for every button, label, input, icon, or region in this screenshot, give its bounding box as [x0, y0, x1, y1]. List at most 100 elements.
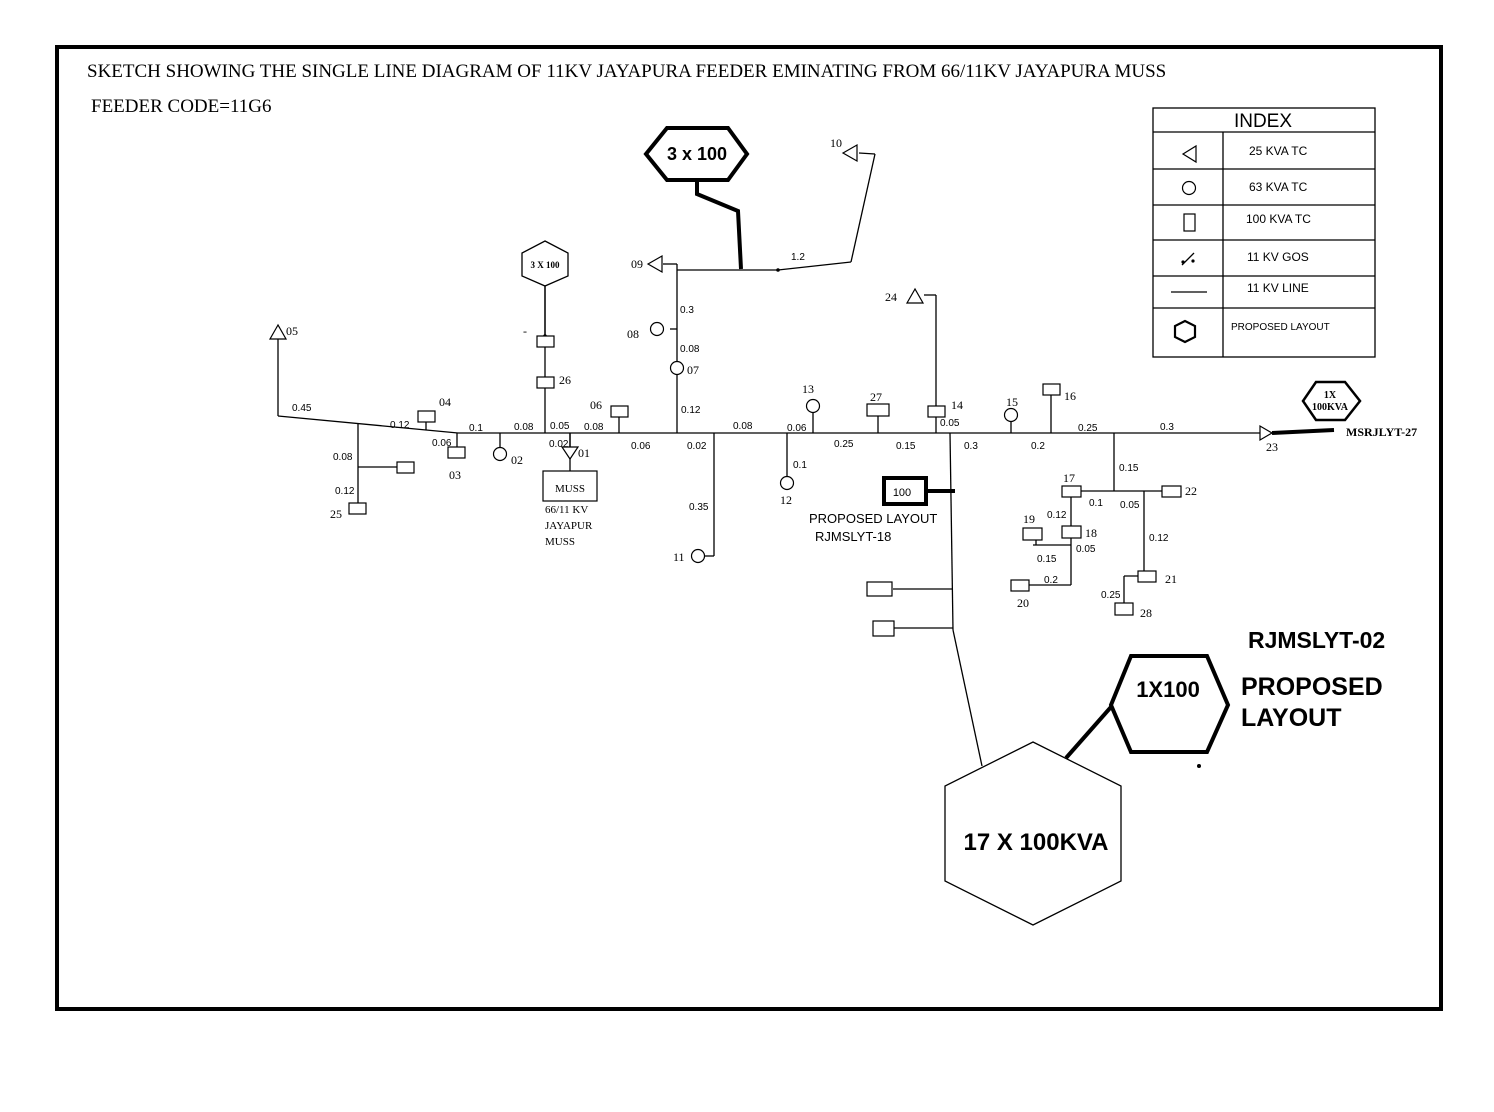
gos-dot [776, 268, 780, 272]
index-label-proposed: PROPOSED LAYOUT [1231, 322, 1330, 333]
hex-3x100-label: 3 x 100 [667, 144, 727, 164]
node-label: 12 [780, 493, 792, 507]
span-label: 0.05 [1076, 544, 1096, 555]
hexagon-icon [1173, 319, 1197, 344]
span-label: 0.1 [793, 460, 807, 471]
circle-icon [649, 321, 665, 337]
node-label: 25 [330, 507, 342, 521]
index-label-line: 11 KV LINE [1247, 281, 1309, 295]
node-label: 28 [1140, 606, 1152, 620]
node-label: 24 [885, 290, 897, 304]
span-label: 0.08 [584, 422, 604, 433]
span-label: 0.06 [631, 441, 651, 452]
index-label-gos: 11 KV GOS [1247, 250, 1309, 264]
node-label: 20 [1017, 596, 1029, 610]
span-label: 0.35 [689, 502, 709, 513]
span-label: 0.05 [550, 421, 570, 432]
node-label: 11 [673, 550, 685, 564]
node-numbers: 05 04 03 02 01 25 26 - 06 08 07 09 10 11… [286, 136, 1278, 620]
rectangle-icon [1042, 383, 1061, 396]
node-label: 08 [627, 327, 639, 341]
span-label: 0.02 [549, 439, 569, 450]
rectangle-icon [866, 581, 893, 597]
rjmslyt02-label: RJMSLYT-02 [1248, 627, 1385, 653]
rjmslyt18-line2: RJMSLYT-18 [815, 529, 891, 544]
gos-switch-icon [1181, 252, 1195, 266]
span-label: 0.2 [1031, 441, 1045, 452]
node-label: 02 [511, 453, 523, 467]
node-label: 27 [870, 390, 882, 404]
node-label: 10 [830, 136, 842, 150]
span-label: 0.08 [333, 452, 353, 463]
span-label: 0.12 [390, 420, 410, 431]
span-label: 0.05 [940, 418, 960, 429]
span-label: 1.2 [791, 252, 805, 263]
rectangle-icon [1061, 485, 1082, 498]
circle-icon [805, 398, 821, 414]
circle-icon [669, 360, 685, 376]
triangle-icon [841, 143, 858, 163]
triangle-icon [646, 254, 663, 274]
proposed-hexagon-3x100 [643, 126, 750, 182]
proposed-connections [544, 180, 1335, 760]
span-label: 0.1 [1089, 498, 1103, 509]
span-lengths: 0.45 0.12 0.06 0.1 0.08 0.05 0.08 0.02 0… [292, 252, 1174, 601]
span-label: 0.3 [680, 305, 694, 316]
node-label: 07 [687, 363, 699, 377]
rectangle-icon [1022, 527, 1043, 541]
proposed-hexagon-3x100-small [521, 240, 569, 287]
rectangle-icon [417, 410, 436, 423]
proposed-hexagon-1x100 [1108, 654, 1231, 754]
circle-icon [779, 475, 795, 491]
span-label: 0.3 [1160, 422, 1174, 433]
span-label: 0.08 [733, 421, 753, 432]
proposed-hexagon-17x100kva [944, 741, 1122, 926]
rectangle-icon [1061, 525, 1082, 539]
node-label: 09 [631, 257, 643, 271]
rectangle-icon [1137, 570, 1157, 583]
rectangle-icon [1183, 213, 1196, 232]
span-label: 0.15 [896, 441, 916, 452]
node-label: 16 [1064, 389, 1076, 403]
triangle-icon [560, 446, 580, 461]
span-label: 0.06 [432, 438, 452, 449]
proposed-hexagon-1x100kva [1301, 380, 1362, 422]
triangle-icon [905, 287, 925, 304]
rectangle-icon [536, 376, 555, 389]
hex-17x100kva-label: 17 X 100KVA [964, 829, 1109, 856]
triangle-icon [1181, 144, 1197, 164]
span-label: 0.06 [787, 423, 807, 434]
node-label: 19 [1023, 512, 1035, 526]
rectangle-icon [866, 403, 890, 417]
rectangle-icon [1114, 602, 1134, 616]
diagram-title: SKETCH SHOWING THE SINGLE LINE DIAGRAM O… [87, 61, 1166, 82]
span-label: 0.08 [514, 422, 534, 433]
muss-caption-1: 66/11 KV [545, 504, 588, 516]
node-label: 23 [1266, 440, 1278, 454]
msrjlyt-label: MSRJLYT-27 [1346, 425, 1417, 439]
node-label: 14 [951, 398, 963, 412]
node-label: 01 [578, 446, 590, 460]
span-label: 0.12 [1149, 533, 1169, 544]
index-label-100kva: 100 KVA TC [1246, 212, 1311, 226]
span-label: 0.12 [1047, 510, 1067, 521]
span-label: 0.05 [1120, 500, 1140, 511]
proposed-box-100-label: 100 [893, 487, 911, 499]
hex-1x100kva-line2: 100KVA [1312, 402, 1349, 413]
circle-icon [1003, 407, 1019, 423]
span-label: 0.15 [1119, 463, 1139, 474]
hex-1x100kva-line1: 1X [1324, 390, 1337, 401]
index-title: INDEX [1234, 111, 1292, 132]
node-label: 03 [449, 468, 461, 482]
node-label: 13 [802, 382, 814, 396]
muss-box [542, 470, 598, 502]
node-label: - [523, 324, 527, 338]
node-label: 22 [1185, 484, 1197, 498]
node-label: 06 [590, 398, 602, 412]
triangle-icon [268, 323, 288, 340]
rectangle-icon [927, 405, 946, 418]
node-label: 17 [1063, 471, 1075, 485]
node-label: 26 [559, 373, 571, 387]
muss-label: MUSS [555, 483, 585, 495]
rjmslyt18-line1: PROPOSED LAYOUT [809, 511, 937, 526]
